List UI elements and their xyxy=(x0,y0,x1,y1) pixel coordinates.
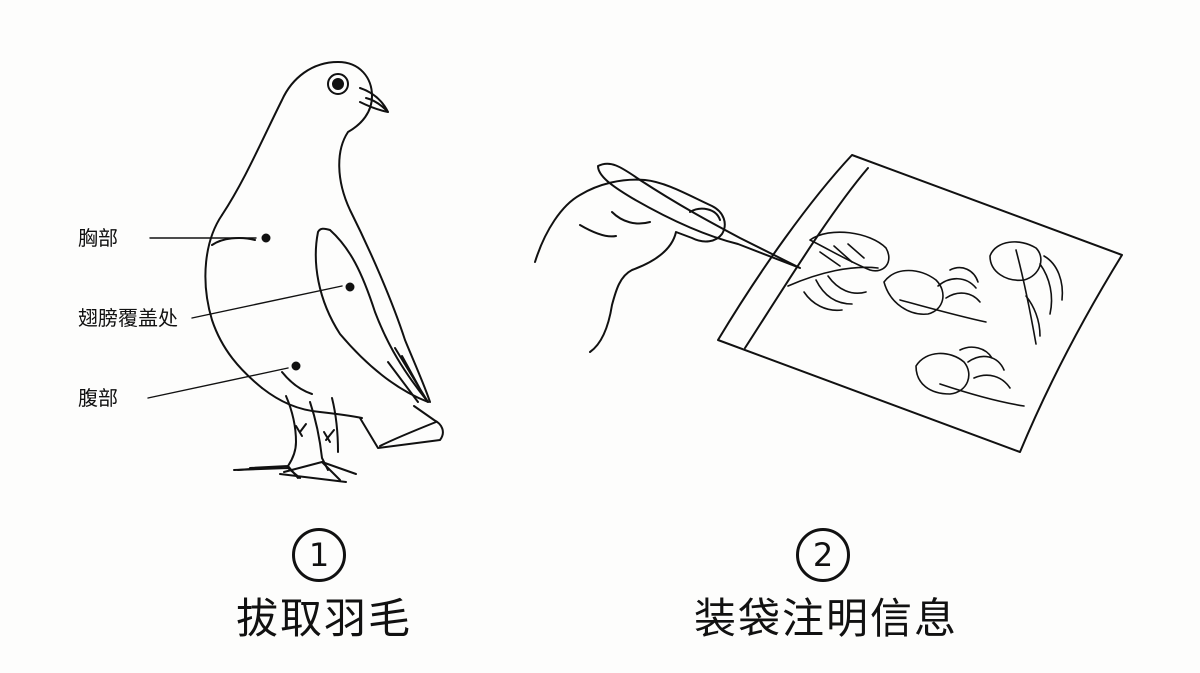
bagging-illustration xyxy=(534,154,1123,453)
pigeon-illustration xyxy=(204,61,444,483)
wing-leader-line xyxy=(191,285,343,319)
label-leaders xyxy=(147,237,343,399)
step-2-caption: 装袋注明信息 xyxy=(694,594,959,643)
belly-label: 腹部 xyxy=(78,386,118,410)
feather-3 xyxy=(989,241,1064,345)
feather-2 xyxy=(883,266,987,323)
hand xyxy=(534,178,726,353)
step-2-number: 2 xyxy=(796,528,850,582)
feather-4 xyxy=(915,346,1025,407)
chest-label: 胸部 xyxy=(78,226,118,250)
step-1-caption: 拔取羽毛 xyxy=(236,594,413,643)
specimen-bag xyxy=(717,154,1123,453)
step-1-number: 1 xyxy=(292,528,346,582)
wing-covert-label: 翅膀覆盖处 xyxy=(78,306,178,330)
feather-1 xyxy=(787,231,890,312)
belly-leader-line xyxy=(147,367,289,399)
tweezers xyxy=(597,162,801,269)
